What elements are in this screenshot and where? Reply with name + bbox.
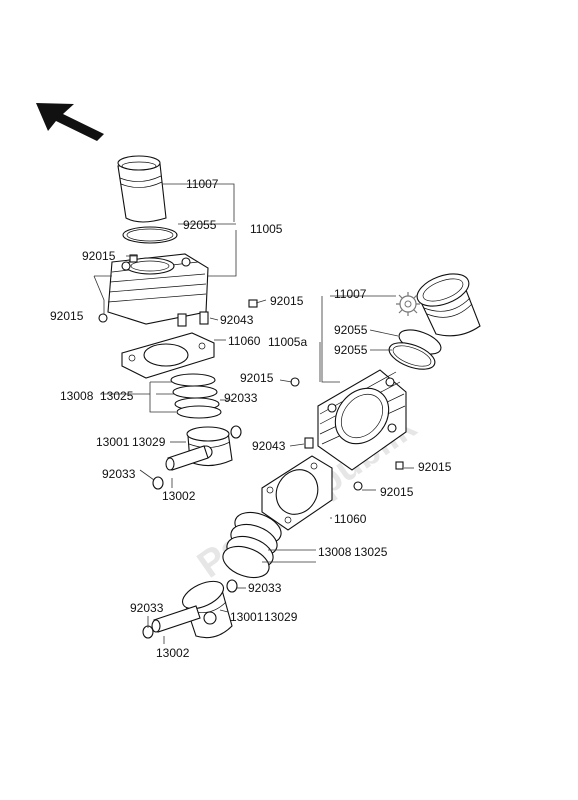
- o-rings-right: [388, 329, 442, 370]
- cylinder-block-left: [107, 253, 209, 325]
- leader-lines-left: [93, 183, 267, 488]
- nut-92015-f: [353, 481, 363, 491]
- label-92043-top: 92043: [220, 313, 254, 327]
- cylinder-liner-top: [117, 155, 167, 223]
- cylinder-block-right: [317, 369, 407, 471]
- label-13002-top: 13002: [162, 489, 196, 503]
- base-gasket-right: [261, 455, 333, 531]
- label-11060-top: 11060: [228, 334, 261, 348]
- piston-rings-top: [170, 373, 222, 419]
- leader-lines-right: [147, 295, 414, 644]
- dowel-92043-top: [177, 311, 209, 327]
- piston-rings-right: [222, 511, 282, 579]
- label-13029-top: 13029: [132, 435, 166, 449]
- o-ring-top: [122, 226, 178, 244]
- gear-icon: [396, 292, 420, 316]
- nut-92015-b: [98, 313, 108, 323]
- dowel-92043-right: [304, 437, 314, 449]
- label-92033-b: 92033: [102, 467, 136, 481]
- circlip-92033-c: [226, 579, 238, 593]
- direction-arrow-icon: [36, 103, 104, 141]
- label-92055-top: 92055: [183, 218, 217, 232]
- label-92033-a: 92033: [224, 391, 258, 405]
- label-13002-right: 13002: [156, 646, 190, 660]
- label-13001-top: 13001: [96, 435, 130, 449]
- label-11005: 11005: [250, 222, 283, 236]
- piston-pin-right: [151, 605, 201, 633]
- label-13025-right: 13025: [354, 545, 388, 559]
- label-92015-c: 92015: [270, 294, 304, 308]
- nut-92015-a: [129, 254, 138, 263]
- label-13001-right: 13001: [230, 610, 264, 624]
- label-92015-b: 92015: [50, 309, 84, 323]
- label-92043-right: 92043: [252, 439, 286, 453]
- label-13025-top: 13025: [100, 389, 134, 403]
- label-92033-c: 92033: [248, 581, 282, 595]
- label-92015-a: 92015: [82, 249, 116, 263]
- base-gasket-top: [121, 332, 215, 379]
- label-13029-right: 13029: [264, 610, 298, 624]
- piston-right: [181, 580, 233, 639]
- label-92015-f: 92015: [380, 485, 414, 499]
- label-11007-right: 11007: [334, 287, 367, 301]
- nut-92015-d: [290, 377, 300, 387]
- label-92033-d: 92033: [130, 601, 164, 615]
- part-labels: 11007 92055 11005 92015 92015 92015 9204…: [50, 177, 452, 660]
- label-13008-top: 13008: [60, 389, 94, 403]
- piston-pin-top: [165, 445, 209, 471]
- nut-92015-c: [248, 299, 258, 308]
- label-13008-right: 13008: [318, 545, 352, 559]
- label-11060-right: 11060: [334, 512, 367, 526]
- label-11007-top: 11007: [186, 177, 219, 191]
- label-92015-e: 92015: [418, 460, 452, 474]
- label-92055-right-2: 92055: [334, 343, 368, 357]
- label-92055-right-1: 92055: [334, 323, 368, 337]
- label-11005a: 11005a: [268, 335, 307, 349]
- label-92015-d: 92015: [240, 371, 274, 385]
- circlip-92033-b: [152, 476, 164, 490]
- nut-92015-e: [395, 461, 404, 470]
- cylinder-liner-right: [416, 273, 481, 337]
- circlip-92033-a: [230, 425, 242, 439]
